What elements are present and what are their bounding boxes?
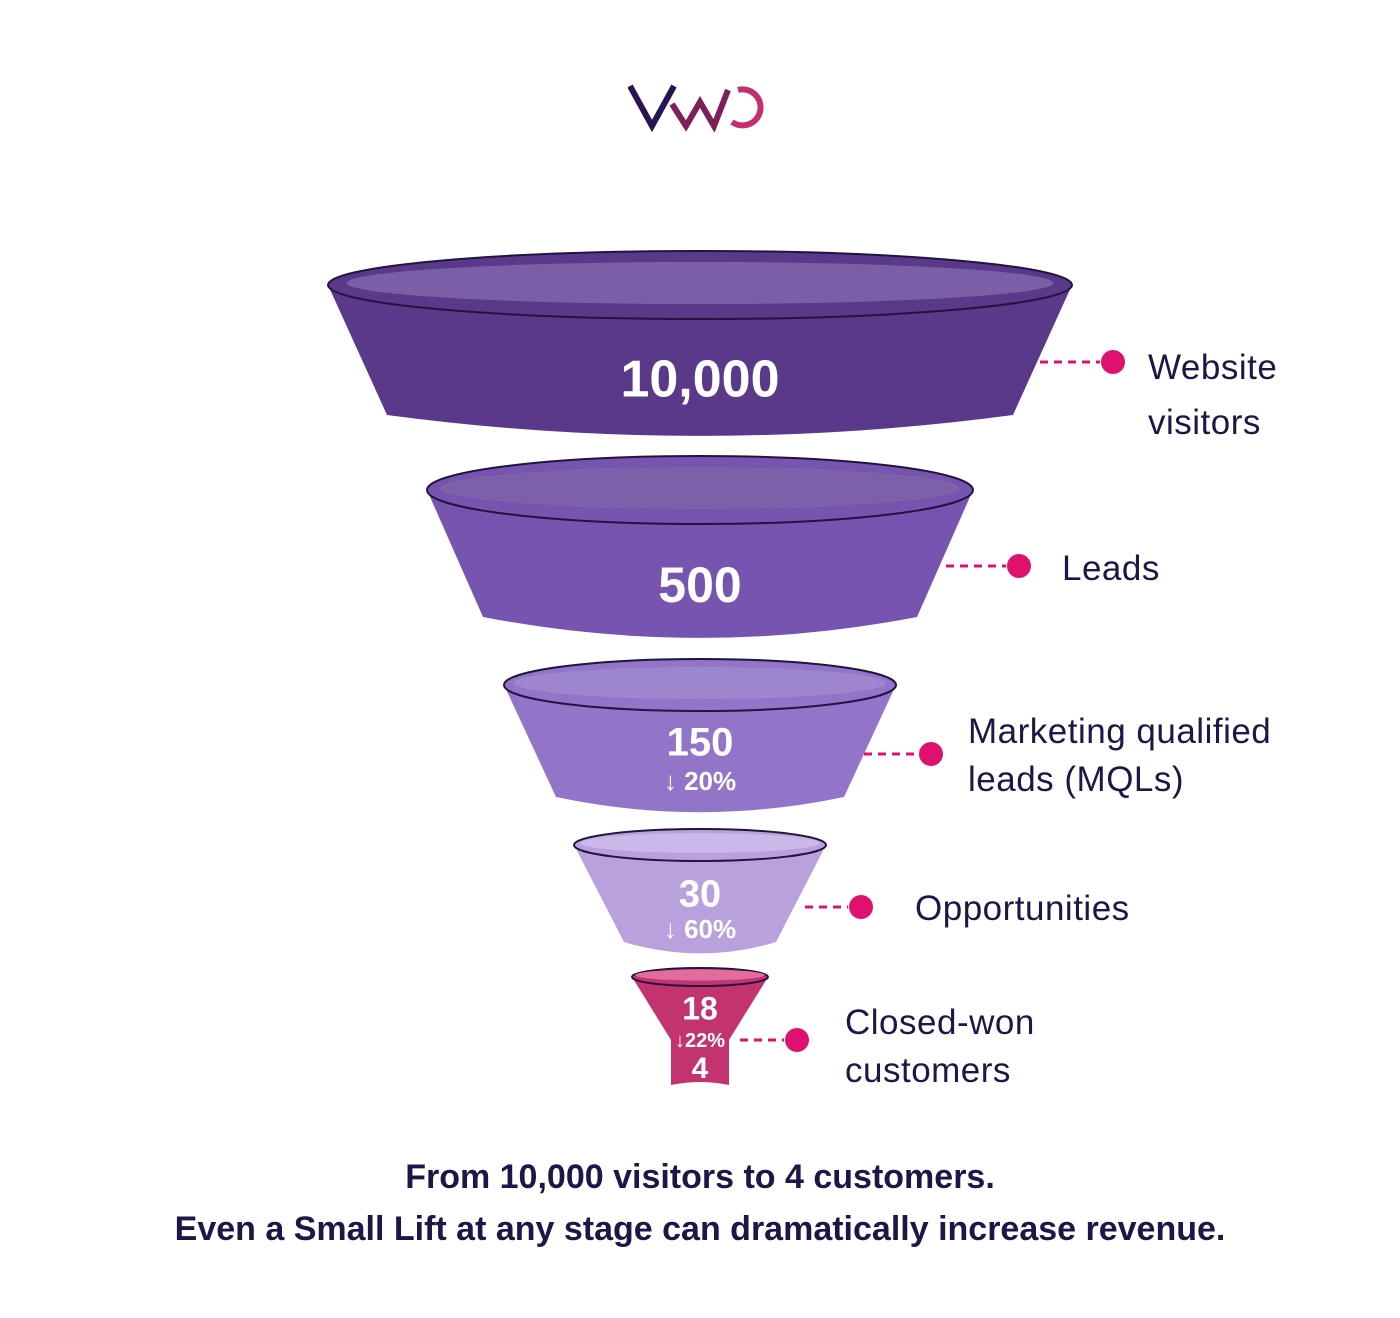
drop-percentage: ↓ 60% <box>664 914 736 944</box>
funnel-stage-5-opening <box>635 969 765 981</box>
vwo-logo <box>628 84 764 132</box>
connector-dot <box>1101 350 1125 374</box>
stage-label: Marketing qualified leads (MQLs) <box>968 708 1271 804</box>
stage-label: Closed-won customers <box>845 999 1035 1095</box>
connector-dot <box>1007 554 1031 578</box>
stage-label: Leads <box>1062 545 1160 593</box>
caption-line-1: From 10,000 visitors to 4 customers. <box>405 1158 995 1196</box>
funnel-stage-5-body <box>632 977 768 1085</box>
stage-label-line: Marketing qualified <box>968 712 1272 751</box>
stage-value: 10,000 <box>620 351 779 409</box>
funnel-stage-1-body <box>328 285 1072 436</box>
funnel-stage-3-body <box>504 685 896 813</box>
caption-line-2: Even a Small Lift at any stage can drama… <box>174 1210 1226 1248</box>
stage-label-line: visitors <box>1148 403 1261 442</box>
funnel-stage-4-opening <box>580 833 820 853</box>
stage-label: Website visitors <box>1148 340 1277 450</box>
stage-label-line: Opportunities <box>915 889 1130 928</box>
drop-percentage: ↓22% <box>675 1030 725 1052</box>
stage-label-line: Website <box>1148 348 1278 387</box>
connector-dot <box>785 1028 809 1052</box>
funnel-stage-2-body <box>427 490 973 638</box>
stage-value-after: 4 <box>692 1052 709 1085</box>
stage-label: Opportunities <box>915 885 1130 933</box>
funnel-stage-1-opening <box>346 261 1054 305</box>
stage-label-line: leads (MQLs) <box>968 760 1185 799</box>
drop-percentage: ↓ 20% <box>664 766 736 796</box>
stage-label-line: Closed-won <box>845 1003 1035 1042</box>
stage-value: 150 <box>667 720 734 764</box>
stage-value: 18 <box>682 991 718 1027</box>
stage-value: 500 <box>658 557 741 613</box>
connector-dot <box>919 742 943 766</box>
funnel-stage-4-body <box>574 845 826 954</box>
funnel-stage-2-opening <box>440 466 960 510</box>
stage-label-line: Leads <box>1062 549 1160 588</box>
stage-label-line: customers <box>845 1051 1011 1090</box>
connector-dot <box>849 895 873 919</box>
stage-value: 30 <box>679 874 721 916</box>
funnel-stage-3-opening <box>513 666 887 700</box>
